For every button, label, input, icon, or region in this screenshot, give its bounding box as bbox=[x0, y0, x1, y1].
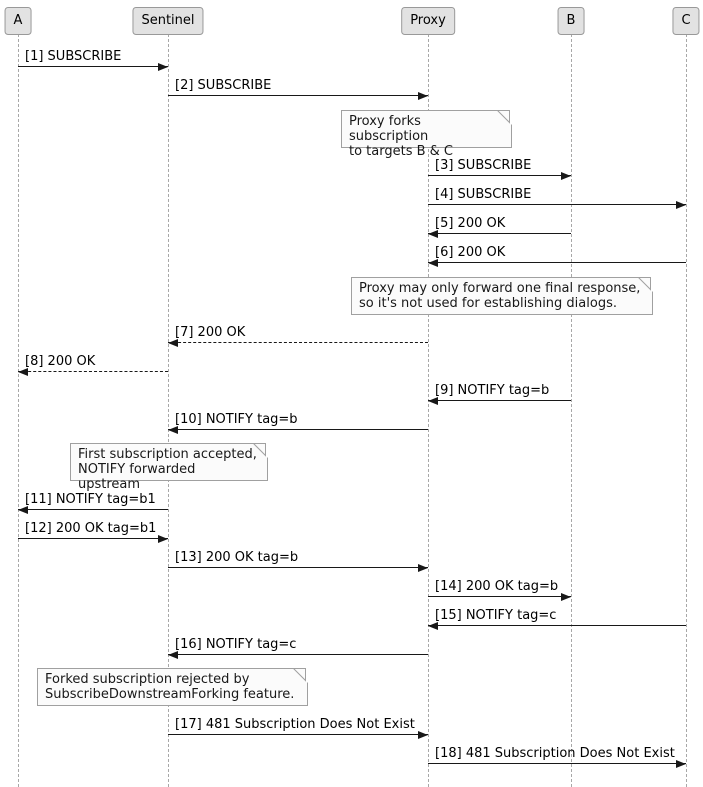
message-line bbox=[428, 596, 571, 597]
arrowhead-icon bbox=[18, 506, 28, 514]
lifeline bbox=[168, 34, 169, 787]
arrowhead-icon bbox=[158, 535, 168, 543]
message-label: [14] 200 OK tag=b bbox=[435, 579, 559, 594]
lifeline bbox=[18, 34, 19, 787]
participant-c: C bbox=[672, 7, 700, 35]
arrowhead-icon bbox=[418, 92, 428, 100]
message-line bbox=[428, 763, 686, 764]
message-label: [6] 200 OK bbox=[435, 245, 506, 260]
note-text: Proxy may only forward one final respons… bbox=[359, 281, 641, 311]
message-line bbox=[18, 538, 168, 539]
message-line bbox=[168, 654, 428, 655]
message-label: [2] SUBSCRIBE bbox=[175, 78, 272, 93]
message-line bbox=[168, 734, 428, 735]
message-line bbox=[428, 204, 686, 205]
note-fold-icon bbox=[253, 443, 268, 458]
message-line bbox=[18, 509, 168, 510]
message-label: [17] 481 Subscription Does Not Exist bbox=[175, 717, 415, 732]
message-label: [4] SUBSCRIBE bbox=[435, 187, 532, 202]
arrowhead-icon bbox=[418, 564, 428, 572]
message-label: [11] NOTIFY tag=b1 bbox=[25, 492, 156, 507]
note: Proxy forks subscription to targets B & … bbox=[341, 110, 512, 159]
message-line bbox=[428, 262, 686, 263]
message-label: [8] 200 OK bbox=[25, 354, 96, 369]
message-label: [9] NOTIFY tag=b bbox=[435, 383, 550, 398]
note-text: Forked subscription rejected by Subscrib… bbox=[45, 672, 295, 702]
lifeline bbox=[686, 34, 687, 787]
message-label: [12] 200 OK tag=b1 bbox=[25, 521, 157, 536]
arrowhead-icon bbox=[18, 368, 28, 376]
note-fold-icon bbox=[293, 668, 308, 683]
arrowhead-icon bbox=[561, 172, 571, 180]
message-label: [1] SUBSCRIBE bbox=[25, 49, 122, 64]
message-line bbox=[428, 625, 686, 626]
arrowhead-icon bbox=[676, 201, 686, 209]
arrowhead-icon bbox=[168, 651, 178, 659]
note: Forked subscription rejected by Subscrib… bbox=[37, 668, 308, 706]
arrowhead-icon bbox=[418, 731, 428, 739]
participant-sentinel: Sentinel bbox=[132, 7, 204, 35]
message-line bbox=[18, 66, 168, 67]
message-label: [3] SUBSCRIBE bbox=[435, 158, 532, 173]
message-label: [18] 481 Subscription Does Not Exist bbox=[435, 746, 675, 761]
lifeline bbox=[428, 34, 429, 787]
participant-a: A bbox=[4, 7, 32, 35]
note: Proxy may only forward one final respons… bbox=[351, 277, 653, 315]
message-line bbox=[168, 342, 428, 343]
arrowhead-icon bbox=[428, 622, 438, 630]
note-fold-icon bbox=[638, 277, 653, 292]
message-label: [5] 200 OK bbox=[435, 216, 506, 231]
arrowhead-icon bbox=[168, 339, 178, 347]
participant-b: B bbox=[557, 7, 585, 35]
note-fold-icon bbox=[497, 110, 512, 125]
message-label: [15] NOTIFY tag=c bbox=[435, 608, 557, 623]
arrowhead-icon bbox=[676, 760, 686, 768]
message-label: [10] NOTIFY tag=b bbox=[175, 412, 298, 427]
arrowhead-icon bbox=[428, 230, 438, 238]
message-line bbox=[428, 400, 571, 401]
arrowhead-icon bbox=[168, 426, 178, 434]
note-text: Proxy forks subscription to targets B & … bbox=[349, 114, 454, 159]
message-line bbox=[168, 567, 428, 568]
message-label: [16] NOTIFY tag=c bbox=[175, 637, 297, 652]
message-label: [7] 200 OK bbox=[175, 325, 246, 340]
message-label: [13] 200 OK tag=b bbox=[175, 550, 299, 565]
arrowhead-icon bbox=[158, 63, 168, 71]
message-line bbox=[428, 233, 571, 234]
message-line bbox=[428, 175, 571, 176]
message-line bbox=[168, 95, 428, 96]
arrowhead-icon bbox=[561, 593, 571, 601]
arrowhead-icon bbox=[428, 259, 438, 267]
arrowhead-icon bbox=[428, 397, 438, 405]
message-line bbox=[168, 429, 428, 430]
lifeline bbox=[571, 34, 572, 787]
participant-proxy: Proxy bbox=[401, 7, 455, 35]
note: First subscription accepted, NOTIFY forw… bbox=[70, 443, 268, 492]
message-line bbox=[18, 371, 168, 372]
note-text: First subscription accepted, NOTIFY forw… bbox=[78, 447, 257, 492]
